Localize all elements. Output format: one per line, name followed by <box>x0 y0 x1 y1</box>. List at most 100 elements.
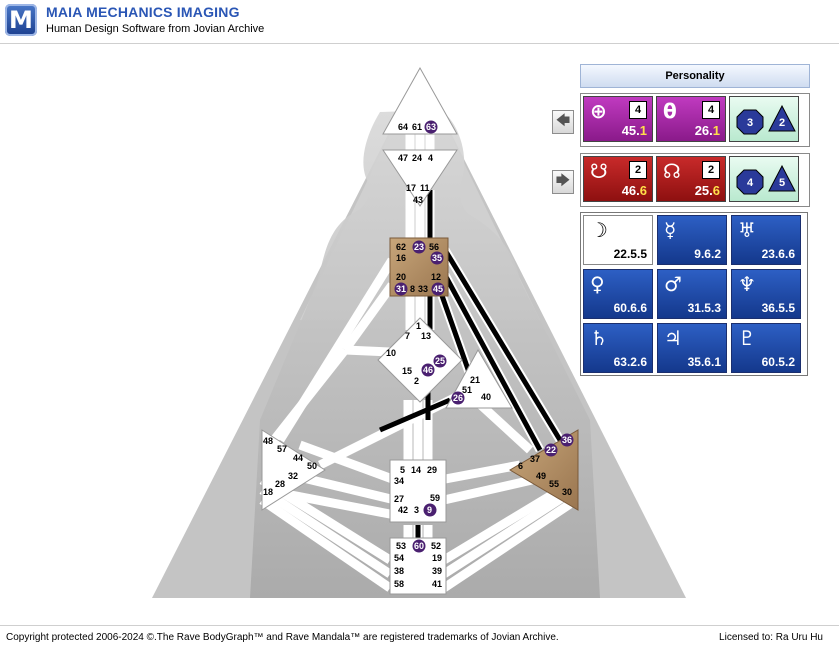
svg-text:3: 3 <box>747 117 753 129</box>
gate-label: 40 <box>481 392 491 402</box>
gate-label: 3 <box>414 505 419 515</box>
planet-value: 36.5.5 <box>761 301 795 315</box>
mercury-cell[interactable]: ☿ 9.6.2 <box>657 215 727 265</box>
octagon-icon: 4 <box>736 169 764 195</box>
personality-header: Personality <box>580 64 810 88</box>
gate-label: 16 <box>396 253 406 263</box>
app-header: M MAIA MECHANICS IMAGING Human Design So… <box>0 0 839 44</box>
gate-label: 58 <box>394 579 404 589</box>
planet-value: 60.5.2 <box>761 355 795 369</box>
gate-label: 1 <box>416 321 421 331</box>
line-value: 1 <box>712 123 720 138</box>
gate-label: 24 <box>412 153 422 163</box>
neptune-cell[interactable]: ♆ 36.5.5 <box>731 269 801 319</box>
gate-label: 46 <box>423 365 433 375</box>
gate-label: 57 <box>277 444 287 454</box>
mars-cell[interactable]: ♂ 31.5.3 <box>657 269 727 319</box>
line-value: 6 <box>712 183 720 198</box>
variable-cell[interactable]: 4 5 <box>729 156 799 202</box>
gate-value: 45. <box>621 123 640 138</box>
gate-label: 15 <box>402 366 412 376</box>
gate-label: 12 <box>431 272 441 282</box>
personality-row-nodes: ☋ 2 46.6 ☊ 2 25.6 4 5 <box>580 153 810 207</box>
south-node-icon: ☋ <box>590 159 608 183</box>
sun-cell[interactable]: θ 4 26.1 <box>656 96 726 142</box>
brand-title: MAIA MECHANICS IMAGING <box>46 4 240 20</box>
app-logo: M <box>5 4 37 36</box>
gate-label: 63 <box>426 122 436 132</box>
gate-label: 50 <box>307 461 317 471</box>
gate-label: 20 <box>396 272 406 282</box>
gate-label: 51 <box>462 385 472 395</box>
svg-text:4: 4 <box>747 177 754 189</box>
gate-label: 60 <box>414 541 424 551</box>
gate-label: 4 <box>428 153 433 163</box>
gate-label: 33 <box>418 284 428 294</box>
license-text: Licensed to: Ra Uru Hu <box>719 632 823 643</box>
jupiter-icon: ♃ <box>664 326 682 350</box>
personality-row-sun-earth: ⊕ 4 45.1 θ 4 26.1 3 2 <box>580 93 810 147</box>
variable-cell[interactable]: 3 2 <box>729 96 799 142</box>
gate-label: 53 <box>396 541 406 551</box>
octagon-icon: 3 <box>736 109 764 135</box>
gate-label: 10 <box>386 348 396 358</box>
planet-value: 63.2.6 <box>613 355 647 369</box>
prev-arrow-button[interactable]: 🡄 <box>552 110 574 134</box>
planet-value: 22.5.5 <box>613 247 647 261</box>
gate-label: 45 <box>433 284 443 294</box>
gate-label: 27 <box>394 494 404 504</box>
gate-label: 7 <box>405 331 410 341</box>
uranus-cell[interactable]: ♅ 23.6.6 <box>731 215 801 265</box>
pluto-cell[interactable]: ♇ 60.5.2 <box>731 323 801 373</box>
gate-label: 41 <box>432 579 442 589</box>
gate-label: 61 <box>412 122 422 132</box>
venus-cell[interactable]: ♀ 60.6.6 <box>583 269 653 319</box>
north-node-cell[interactable]: ☊ 2 25.6 <box>656 156 726 202</box>
gate-label: 13 <box>421 331 431 341</box>
gate-label: 42 <box>398 505 408 515</box>
gate-label: 52 <box>431 541 441 551</box>
gate-label: 18 <box>263 487 273 497</box>
moon-icon: ☽ <box>590 218 608 242</box>
gate-label: 19 <box>432 553 442 563</box>
earth-icon: ⊕ <box>590 99 607 123</box>
gate-label: 25 <box>435 356 445 366</box>
line-value: 6 <box>639 183 647 198</box>
gate-label: 36 <box>562 435 572 445</box>
gate-label: 34 <box>394 476 404 486</box>
g-center <box>377 317 463 403</box>
gate-label: 17 <box>406 183 416 193</box>
gate-value: 26. <box>694 123 713 138</box>
gate-label: 48 <box>263 436 273 446</box>
planet-grid: ☽ 22.5.5 ☿ 9.6.2 ♅ 23.6.6 ♀ 60.6.6 ♂ 31.… <box>580 212 808 376</box>
south-node-cell[interactable]: ☋ 2 46.6 <box>583 156 653 202</box>
gate-label: 9 <box>427 505 432 515</box>
copyright-text: Copyright protected 2006-2024 ©.The Rave… <box>6 632 559 643</box>
line-badge: 2 <box>629 161 647 179</box>
gate-label: 14 <box>411 465 421 475</box>
venus-icon: ♀ <box>590 272 605 296</box>
gate-label: 49 <box>536 471 546 481</box>
solar-plexus-center <box>509 429 579 511</box>
gate-label: 32 <box>288 471 298 481</box>
gate-label: 62 <box>396 242 406 252</box>
planet-value: 60.6.6 <box>613 301 647 315</box>
svg-text:5: 5 <box>779 177 785 189</box>
gate-label: 5 <box>400 465 405 475</box>
planet-value: 35.6.1 <box>687 355 721 369</box>
saturn-cell[interactable]: ♄ 63.2.6 <box>583 323 653 373</box>
earth-cell[interactable]: ⊕ 4 45.1 <box>583 96 653 142</box>
sacral-center <box>389 459 447 523</box>
gate-label: 44 <box>293 453 303 463</box>
gate-label: 56 <box>429 242 439 252</box>
mars-icon: ♂ <box>664 272 682 296</box>
gate-label: 64 <box>398 122 408 132</box>
gate-label: 30 <box>562 487 572 497</box>
moon-cell[interactable]: ☽ 22.5.5 <box>583 215 653 265</box>
gate-label: 8 <box>410 284 415 294</box>
jupiter-cell[interactable]: ♃ 35.6.1 <box>657 323 727 373</box>
next-arrow-button[interactable]: 🡆 <box>552 170 574 194</box>
neptune-icon: ♆ <box>738 272 756 296</box>
gate-label: 55 <box>549 479 559 489</box>
